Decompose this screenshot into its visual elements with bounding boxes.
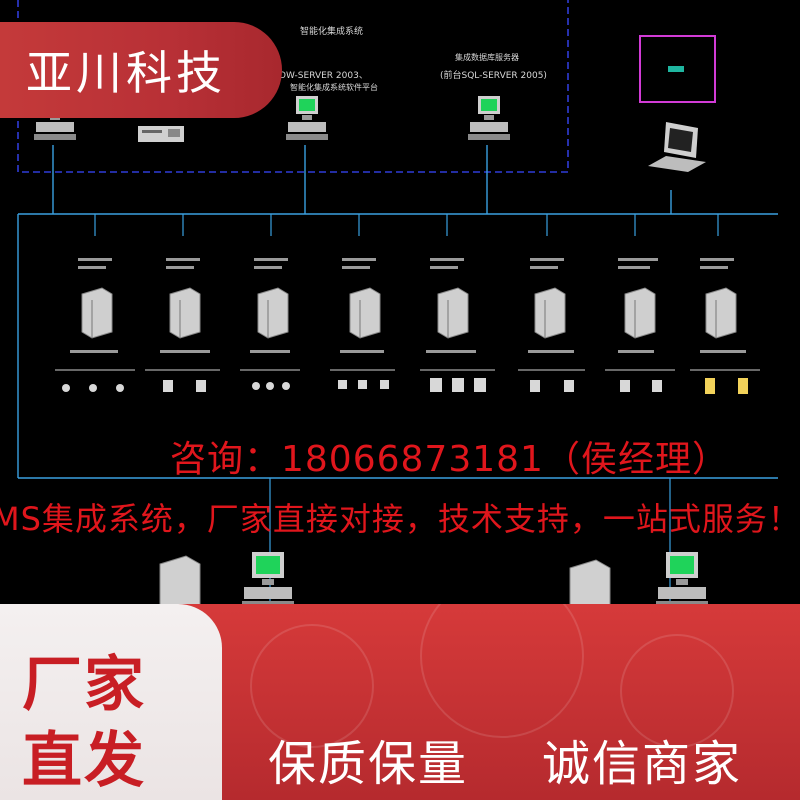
- server-b-title: 集成数据库服务器: [455, 52, 519, 62]
- laptop-icon: [648, 122, 706, 172]
- device-node-icon: [652, 380, 662, 392]
- video-wall-indicator: [668, 66, 684, 72]
- server-tower-icon: [705, 287, 737, 339]
- management-zone-border: [17, 0, 569, 173]
- device-node-icon: [474, 378, 486, 392]
- video-wall-frame: [639, 35, 716, 103]
- server-tower-icon: [534, 287, 566, 339]
- device-node-icon: [620, 380, 630, 392]
- workstation-icon: [468, 96, 510, 140]
- device-node-icon: [89, 384, 97, 392]
- server-a-title: 智能化集成系统: [300, 25, 363, 37]
- device-node-icon: [282, 382, 290, 390]
- device-node-icon: [358, 380, 367, 389]
- device-node-icon: [452, 378, 464, 392]
- device-node-icon: [252, 382, 260, 390]
- server-a-sub1: DOW-SERVER 2003、: [272, 71, 368, 81]
- server-tower-icon: [257, 287, 289, 339]
- brand-name: 亚川科技: [26, 46, 226, 100]
- tagline-quality: 保质保量: [268, 736, 469, 792]
- server-tower-icon: [81, 287, 113, 339]
- workstation-icon: [242, 552, 294, 607]
- device-node-icon: [430, 378, 442, 392]
- direct-ship-line1: 厂家: [22, 650, 146, 720]
- device-node-icon: [564, 380, 574, 392]
- service-slogan-text: MS集成系统，厂家直接对接，技术支持，一站式服务！: [0, 500, 800, 538]
- server-tower-icon: [624, 287, 656, 339]
- workstation-icon: [656, 552, 708, 607]
- server-tower-icon: [437, 287, 469, 339]
- server-tower-icon: [349, 287, 381, 339]
- brand-banner: 亚川科技: [0, 22, 282, 118]
- device-node-icon: [62, 384, 70, 392]
- device-node-icon: [380, 380, 389, 389]
- server-a-sub2: 智能化集成系统软件平台: [290, 82, 378, 92]
- device-node-icon: [163, 380, 173, 392]
- device-node-icon: [116, 384, 124, 392]
- server-b-sub: (前台SQL-SERVER 2005): [440, 69, 547, 81]
- device-node-icon: [530, 380, 540, 392]
- workstation-icon: [286, 96, 328, 140]
- device-node-icon: [338, 380, 347, 389]
- yellow-panel-icon: [705, 378, 715, 394]
- printer-icon: [138, 126, 184, 142]
- yellow-panel-icon: [738, 378, 748, 394]
- server-tower-icon: [169, 287, 201, 339]
- direct-ship-panel: [0, 604, 222, 800]
- uplink-lines: [52, 145, 672, 214]
- consult-phone-text: 咨询：18066873181（侯经理）: [170, 439, 729, 480]
- device-node-icon: [196, 380, 206, 392]
- tagline-honest: 诚信商家: [542, 736, 743, 792]
- direct-ship-line2: 直发: [22, 726, 146, 796]
- device-node-icon: [266, 382, 274, 390]
